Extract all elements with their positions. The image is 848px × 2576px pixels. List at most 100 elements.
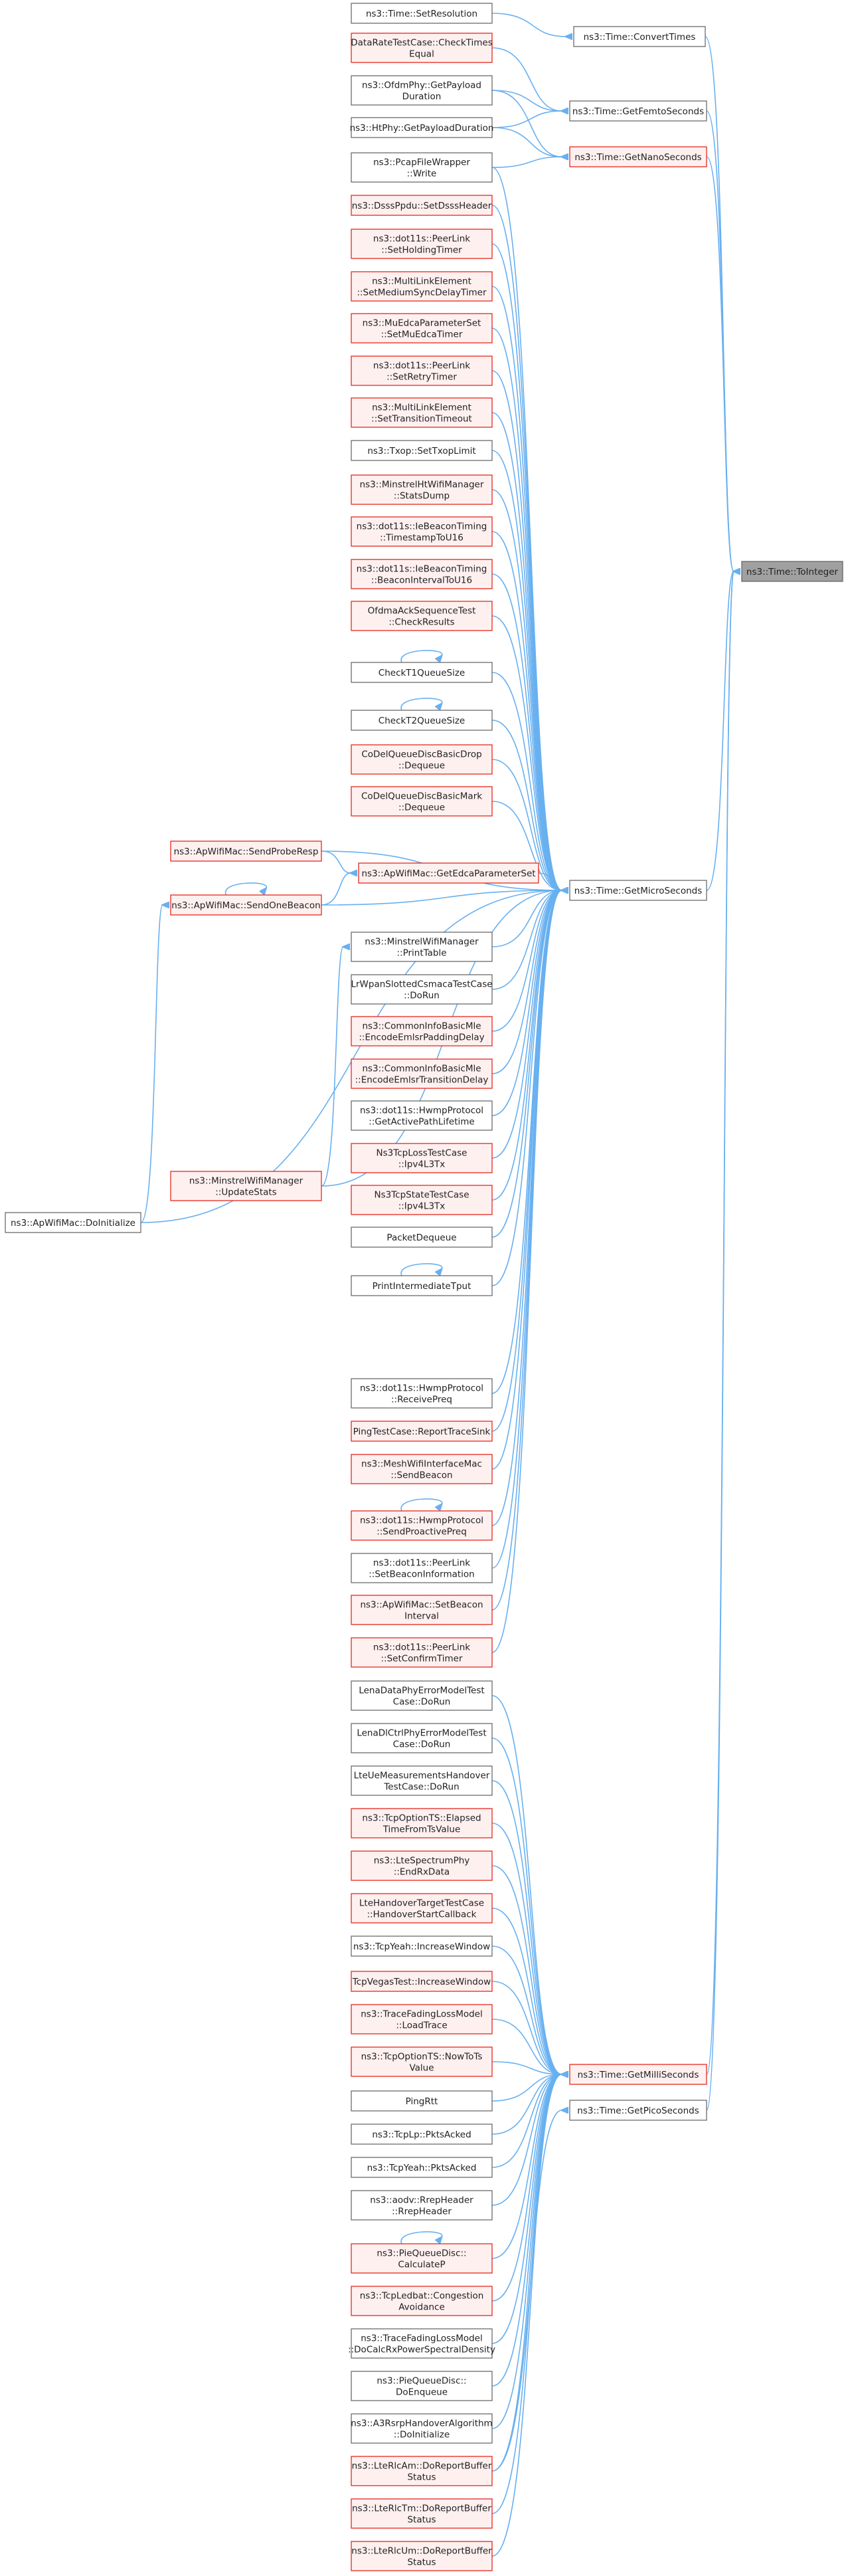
node-label: ns3::TraceFadingLossModel [361, 2009, 482, 2020]
node-box [351, 2498, 493, 2529]
node-peerretry[interactable]: ns3::dot11s::PeerLink::SetRetryTimer [351, 355, 493, 386]
node-txop[interactable]: ns3::Txop::SetTxopLimit [351, 440, 493, 461]
node-mletrans[interactable]: ns3::MultiLinkElement::SetTransitionTime… [351, 397, 493, 428]
node-convert[interactable]: ns3::Time::ConvertTimes [573, 26, 706, 47]
node-hwmpproactive[interactable]: ns3::dot11s::HwmpProtocol::SendProactive… [351, 1510, 493, 1541]
node-peerhold[interactable]: ns3::dot11s::PeerLink::SetHoldingTimer [351, 229, 493, 259]
node-box [351, 2124, 493, 2145]
node-box [569, 880, 707, 901]
node-peerbeacon[interactable]: ns3::dot11s::PeerLink::SetBeaconInformat… [351, 1553, 493, 1583]
node-setres[interactable]: ns3::Time::SetResolution [351, 3, 493, 24]
node-box [351, 474, 493, 505]
node-pktdeq[interactable]: PacketDequeue [351, 1227, 493, 1248]
node-lrwpan[interactable]: LrWpanSlottedCsmacaTestCase::DoRun [351, 974, 493, 1005]
node-checkt1[interactable]: CheckT1QueueSize [351, 662, 493, 683]
node-label: ::SetBeaconInformation [369, 1569, 475, 1580]
node-muedca[interactable]: ns3::MuEdcaParameterSet::SetMuEdcaTimer [351, 313, 493, 344]
node-label: ns3::dot11s::PeerLink [373, 361, 470, 371]
node-tcpstate[interactable]: Ns3TcpStateTestCase::Ipv4L3Tx [351, 1185, 493, 1215]
node-pcap[interactable]: ns3::PcapFileWrapper::Write [351, 152, 493, 183]
node-hwmppreq[interactable]: ns3::dot11s::HwmpProtocol::ReceivePreq [351, 1378, 493, 1409]
node-hwmpactive[interactable]: ns3::dot11s::HwmpProtocol::GetActivePath… [351, 1100, 493, 1131]
node-box [569, 2064, 707, 2085]
node-peerconfirm[interactable]: ns3::dot11s::PeerLink::SetConfirmTimer [351, 1637, 493, 1668]
node-label: ns3::Time::GetPicoSeconds [577, 2106, 699, 2116]
node-toint[interactable]: ns3::Time::ToInteger [741, 561, 843, 582]
node-pieenq[interactable]: ns3::PieQueueDisc::DoEnqueue [351, 2371, 493, 2401]
node-ofdm[interactable]: ns3::OfdmPhy::GetPayloadDuration [351, 75, 493, 106]
node-a3rsrp[interactable]: ns3::A3RsrpHandoverAlgorithm::DoInitiali… [351, 2413, 493, 2444]
node-htphy[interactable]: ns3::HtPhy::GetPayloadDuration [350, 117, 494, 138]
node-tcpvegas[interactable]: TcpVegasTest::IncreaseWindow [351, 1971, 493, 1992]
node-getedca[interactable]: ns3::ApWifiMac::GetEdcaParameterSet [358, 862, 539, 884]
node-checkt2[interactable]: CheckT2QueueSize [351, 710, 493, 731]
node-pingrtt[interactable]: PingRtt [351, 2090, 493, 2112]
node-box [351, 932, 493, 962]
node-codeldrop[interactable]: CoDelQueueDiscBasicDrop::Dequeue [351, 744, 493, 775]
node-pico[interactable]: ns3::Time::GetPicoSeconds [569, 2100, 707, 2121]
node-piecalc[interactable]: ns3::PieQueueDisc::CalculateP [351, 2243, 493, 2274]
node-minstrelupdate[interactable]: ns3::MinstrelWifiManager::UpdateStats [170, 1171, 322, 1201]
node-pingtrace[interactable]: PingTestCase::ReportTraceSink [351, 1421, 493, 1442]
node-codelmark[interactable]: CoDelQueueDiscBasicMark::Dequeue [351, 786, 493, 817]
node-label: ::SetConfirmTimer [381, 1654, 463, 1664]
edge-ltehandover-to-milli [491, 1908, 562, 2074]
node-commontrans[interactable]: ns3::CommonInfoBasicMle::EncodeEmlsrTran… [351, 1058, 493, 1089]
node-box [351, 1378, 493, 1409]
node-micro[interactable]: ns3::Time::GetMicroSeconds [569, 880, 707, 901]
node-minstrelht[interactable]: ns3::MinstrelHtWifiManager::StatsDump [351, 474, 493, 505]
edge-ltespectrum-to-milli [491, 1865, 562, 2074]
node-box [351, 2328, 493, 2359]
node-tcpyeahpkts[interactable]: ns3::TcpYeah::PktsAcked [351, 2157, 493, 2178]
node-box [351, 271, 493, 302]
node-ofdmack[interactable]: OfdmaAckSequenceTest::CheckResults [351, 601, 493, 631]
node-commonpad[interactable]: ns3::CommonInfoBasicMle::EncodeEmlsrPadd… [351, 1016, 493, 1046]
node-tcpyeahinc[interactable]: ns3::TcpYeah::IncreaseWindow [351, 1935, 493, 1957]
node-probe[interactable]: ns3::ApWifiMac::SendProbeResp [170, 841, 322, 862]
edge-tcpstate-to-micro [491, 890, 562, 1201]
node-iebbi[interactable]: ns3::dot11s::IeBeaconTiming::BeaconInter… [351, 559, 493, 589]
node-aodv[interactable]: ns3::aodv::RrepHeader::RrepHeader [351, 2190, 493, 2221]
node-ltespectrum[interactable]: ns3::LteSpectrumPhy::EndRxData [351, 1850, 493, 1881]
node-box [351, 2046, 493, 2077]
node-meshbeacon[interactable]: ns3::MeshWifiInterfaceMac::SendBeacon [351, 1454, 493, 1484]
node-femto[interactable]: ns3::Time::GetFemtoSeconds [569, 100, 707, 122]
edge-tcploss-to-micro [491, 890, 562, 1159]
node-nano[interactable]: ns3::Time::GetNanoSeconds [569, 146, 707, 167]
edge-iebbi-to-micro [491, 573, 562, 890]
node-tracefadingcalc[interactable]: ns3::TraceFadingLossModel::DoCalcRxPower… [348, 2328, 495, 2359]
node-sendbeacon[interactable]: ns3::ApWifiMac::SendOneBeacon [170, 894, 322, 916]
node-milli[interactable]: ns3::Time::GetMilliSeconds [569, 2064, 707, 2085]
edge-sendbeacon-self-loop [225, 882, 267, 895]
node-tracefading[interactable]: ns3::TraceFadingLossModel::LoadTrace [351, 2004, 493, 2034]
node-ltehandover[interactable]: LteHandoverTargetTestCase::HandoverStart… [351, 1893, 493, 1924]
node-iebts[interactable]: ns3::dot11s::IeBeaconTiming::TimestampTo… [351, 516, 493, 547]
edge-iebts-to-micro [491, 531, 562, 890]
node-tcploss[interactable]: Ns3TcpLossTestCase::Ipv4L3Tx [351, 1143, 493, 1173]
node-mlemedium[interactable]: ns3::MultiLinkElement::SetMediumSyncDela… [351, 271, 493, 302]
node-box [351, 1765, 493, 1796]
node-tcplp[interactable]: ns3::TcpLp::PktsAcked [351, 2124, 493, 2145]
node-dsss[interactable]: ns3::DsssPpdu::SetDsssHeader [351, 195, 493, 216]
edge-commontrans-to-micro [491, 890, 562, 1074]
call-edges [140, 13, 734, 2557]
node-minstrelprint[interactable]: ns3::MinstrelWifiManager::PrintTable [351, 932, 493, 962]
node-label: ns3::ApWifiMac::SendProbeResp [174, 846, 319, 857]
edge-convert-to-toint [705, 36, 734, 571]
node-box [351, 1510, 493, 1541]
node-doinit[interactable]: ns3::ApWifiMac::DoInitialize [5, 1212, 141, 1233]
edge-ltermam-to-milli [491, 2074, 562, 2472]
node-label: ::SetHoldingTimer [381, 245, 462, 256]
node-printtput[interactable]: PrintIntermediateTput [351, 1275, 493, 1296]
